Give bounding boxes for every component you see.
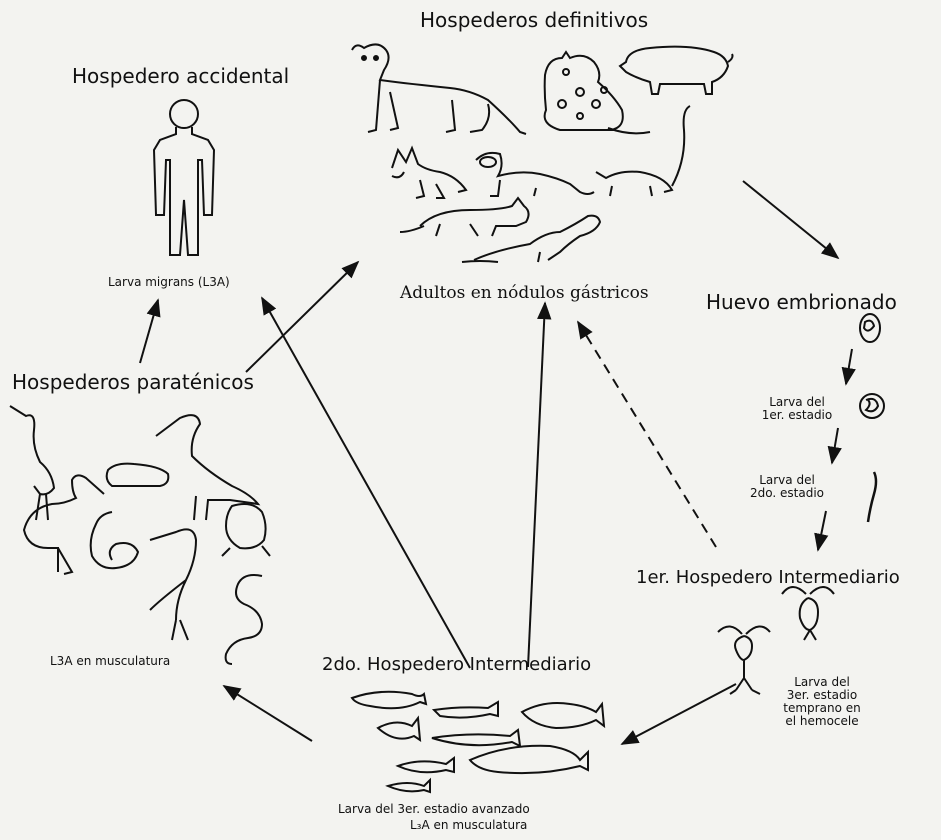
coati-icon — [596, 106, 690, 196]
paratenic-hosts-animals — [10, 406, 270, 664]
l3a-muscle-label: L3A en musculatura — [50, 654, 170, 668]
fish-icon — [378, 718, 420, 740]
larva-1-icon — [860, 394, 884, 418]
fish-icon — [352, 692, 426, 709]
tayra-icon — [462, 216, 600, 262]
larva-3-advanced-label: Larva del 3er. estadio avanzado — [338, 802, 530, 816]
arrow-paratenic-to-adults — [246, 262, 358, 372]
arrow-second-host-to-larva-migrans — [262, 298, 470, 668]
l3a-muscle-bottom-label: L₃A en musculatura — [410, 818, 527, 832]
definitive-hosts-animals — [352, 44, 733, 262]
accidental-host-title: Hospedero accidental — [72, 64, 289, 88]
fish-icon — [398, 758, 454, 772]
coyote-icon — [392, 148, 466, 198]
fish-icon — [522, 703, 604, 728]
egg-icon — [860, 314, 880, 342]
jaguarundi-icon — [400, 198, 529, 236]
arrow-definitive-to-egg — [743, 181, 838, 258]
pig-icon — [620, 47, 733, 94]
egret-icon — [150, 529, 196, 640]
heron-icon — [10, 406, 54, 520]
arrow-larva2-to-first-host — [818, 511, 826, 550]
first-intermediate-host-title: 1er. Hospedero Intermediario — [636, 567, 900, 588]
fish-icon — [432, 730, 520, 746]
arrow-larva1-to-larva2 — [832, 428, 838, 463]
fish-icon — [388, 780, 430, 792]
arrow-egg-to-larva1 — [846, 349, 852, 384]
definitive-hosts-title: Hospederos definitivos — [420, 8, 648, 32]
paratenic-hosts-title: Hospederos paraténicos — [12, 370, 254, 394]
frog-icon — [222, 504, 270, 556]
fish-icon — [470, 746, 588, 773]
arrow-paratenic-to-larva-migrans — [140, 300, 158, 363]
fish-icons — [352, 692, 604, 792]
raccoon-icon — [476, 153, 594, 196]
rodent-icon — [107, 464, 169, 486]
snake-icon — [91, 512, 138, 568]
python-icon — [226, 575, 262, 664]
larva-2-icon — [868, 472, 876, 522]
human-icon — [154, 100, 214, 255]
fish-icon — [434, 702, 498, 718]
arrow-second-host-to-paratenic — [224, 686, 312, 741]
arrow-first-host-to-second-host — [622, 684, 736, 744]
larva-migrans-label: Larva migrans (L3A) — [108, 275, 230, 289]
arrow-first-host-to-adults-dashed — [578, 322, 716, 547]
egg-label: Huevo embrionado — [706, 290, 897, 314]
arrow-second-host-to-adults — [528, 303, 545, 667]
adults-label: Adultos en nódulos gástricos — [400, 283, 649, 303]
jaguar-icon — [545, 52, 650, 133]
puma-icon — [352, 44, 526, 134]
second-intermediate-host-title: 2do. Hospedero Intermediario — [322, 654, 591, 675]
